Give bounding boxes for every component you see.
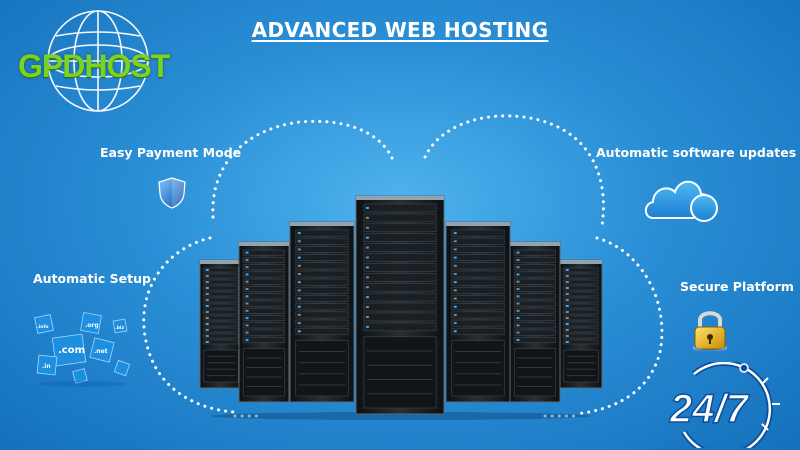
domain-cubes-icon: .com .org .in .net .info .biz [34,312,131,387]
feature-label-updates: Automatic software updates [596,145,797,160]
server-rack [509,241,561,403]
padlock-icon [693,311,727,352]
cube-label: .com [58,345,85,356]
server-rack [445,221,511,403]
rack-shadow [211,412,591,420]
feature-label-setup: Automatic Setup [33,271,151,286]
page-title: ADVANCED WEB HOSTING [0,18,800,42]
support-badge-text: 24/7 [669,387,750,431]
server-rack [289,221,355,403]
server-rack [238,241,290,403]
server-racks [199,195,603,420]
cloud-icon [644,180,718,222]
server-rack [559,259,603,389]
support-24-7-icon: 24/7 [668,362,780,448]
cube-label: .in [42,363,51,370]
cube-label: .org [85,322,99,329]
cube-label: .net [94,348,108,355]
server-rack [199,259,243,389]
globe-logo-icon [47,10,149,112]
server-rack [355,195,445,415]
title-text: ADVANCED WEB HOSTING [251,18,549,42]
cube-label: .info [37,324,49,330]
feature-label-payment: Easy Payment Mode [100,145,242,160]
feature-label-secure: Secure Platform [680,279,794,294]
logo-text: GPDHOST [18,48,170,84]
shield-icon [158,177,186,209]
cube-label: .biz [115,325,124,331]
